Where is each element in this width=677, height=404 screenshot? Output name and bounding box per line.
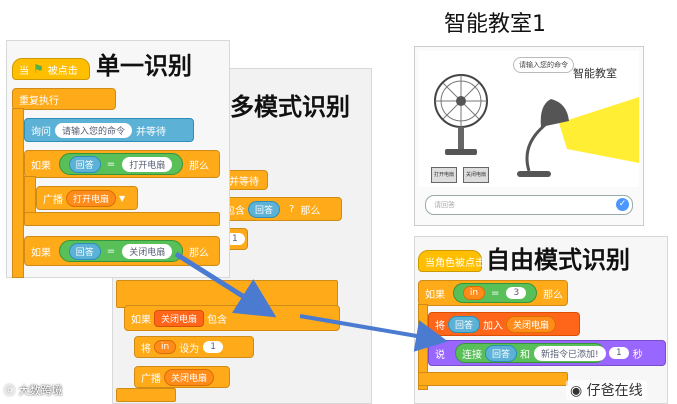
multi-broadcast[interactable]: 广播 关闭电扇 bbox=[134, 366, 230, 388]
forever-arm bbox=[12, 108, 24, 278]
multi-ask-tail[interactable]: 并等待 bbox=[222, 170, 268, 190]
broadcast-open-dropdown[interactable]: 打开电扇 bbox=[66, 189, 117, 207]
green-flag-icon: ⚑ bbox=[33, 62, 44, 76]
stage-canvas: 请输入您的命令 智能教室 打开电扇 关闭电扇 bbox=[419, 51, 639, 187]
answer-reporter[interactable]: 回答 bbox=[248, 200, 281, 218]
free-mode-title: 自由模式识别 bbox=[486, 246, 630, 274]
join-operator[interactable]: 连接 回答 和 新指令已添加! bbox=[455, 343, 606, 363]
fan-icon bbox=[434, 74, 488, 155]
free-if[interactable]: 如果 in = 3 那么 bbox=[418, 280, 568, 306]
broadcast-open-fan[interactable]: 广播 打开电扇 ▼ bbox=[36, 186, 138, 210]
close-fan-message[interactable]: 关闭电扇 bbox=[154, 309, 205, 327]
checkmark-icon[interactable]: ✓ bbox=[616, 198, 629, 211]
stage-preview: 请输入您的命令 智能教室 打开电扇 关闭电扇 请回答 ✓ bbox=[414, 46, 644, 226]
hat-sprite-clicked[interactable]: 当角色被点击 bbox=[418, 250, 485, 272]
equals-operator-close[interactable]: 回答 = 关闭电扇 bbox=[59, 240, 183, 262]
list-dropdown[interactable]: 关闭电扇 bbox=[506, 315, 557, 333]
equals-operator[interactable]: 回答 = 打开电扇 bbox=[59, 153, 183, 175]
multi-if-close[interactable]: 如果 关闭电扇 包含 bbox=[124, 305, 340, 331]
lamp-light-beam bbox=[559, 97, 639, 163]
if-open-fan[interactable]: 如果 回答 = 打开电扇 那么 bbox=[24, 150, 220, 178]
multi-set-var[interactable]: 将 in 设为 1 bbox=[134, 336, 254, 358]
forever-block[interactable]: 重复执行 bbox=[12, 88, 116, 110]
free-equals-operator[interactable]: in = 3 bbox=[453, 283, 537, 303]
answer-input-placeholder: 请回答 bbox=[434, 201, 455, 209]
main-title: 智能教室1 bbox=[444, 12, 546, 37]
watermark-left: ⓒ 大数跨境 bbox=[4, 384, 63, 397]
multi-if-contains[interactable]: 包含 回答 ? 那么 bbox=[218, 197, 342, 221]
close-fan-button[interactable]: 关闭电扇 bbox=[463, 167, 489, 183]
if-open-foot bbox=[24, 212, 220, 226]
speech-bubble: 请输入您的命令 bbox=[513, 57, 574, 73]
lamp-icon bbox=[517, 99, 569, 177]
multi-stack-end bbox=[116, 388, 176, 402]
hat-flag-clicked[interactable]: 当 ⚑ 被点击 bbox=[12, 58, 90, 80]
free-if-foot bbox=[418, 372, 568, 386]
answer-input[interactable]: 请回答 ✓ bbox=[425, 195, 633, 215]
multi-mode-title: 多模式识别 bbox=[230, 93, 350, 121]
wechat-icon: ◉ bbox=[570, 383, 583, 399]
chevron-down-icon: ▼ bbox=[119, 193, 126, 203]
if-close-fan[interactable]: 如果 回答 = 关闭电扇 那么 bbox=[24, 236, 220, 266]
var-dropdown[interactable]: in bbox=[154, 340, 177, 354]
broadcast-dropdown[interactable]: 关闭电扇 bbox=[164, 368, 215, 386]
ask-prompt-input[interactable]: 请输入您的命令 bbox=[55, 122, 133, 138]
multi-stack-body bbox=[116, 280, 338, 308]
stage-title: 智能教室 bbox=[573, 67, 617, 80]
watermark-right: ◉ 仔爸在线 bbox=[566, 380, 647, 400]
if-open-arm bbox=[24, 176, 36, 216]
ask-block[interactable]: 询问 请输入您的命令 并等待 bbox=[24, 118, 194, 142]
single-mode-title: 单一识别 bbox=[96, 52, 192, 80]
camera-icon: ⓒ bbox=[4, 384, 15, 397]
open-fan-button[interactable]: 打开电扇 bbox=[431, 167, 457, 183]
free-add-to-list[interactable]: 将 回答 加入 关闭电扇 bbox=[428, 312, 580, 336]
free-say-block[interactable]: 说 连接 回答 和 新指令已添加! 1 秒 bbox=[428, 340, 666, 366]
